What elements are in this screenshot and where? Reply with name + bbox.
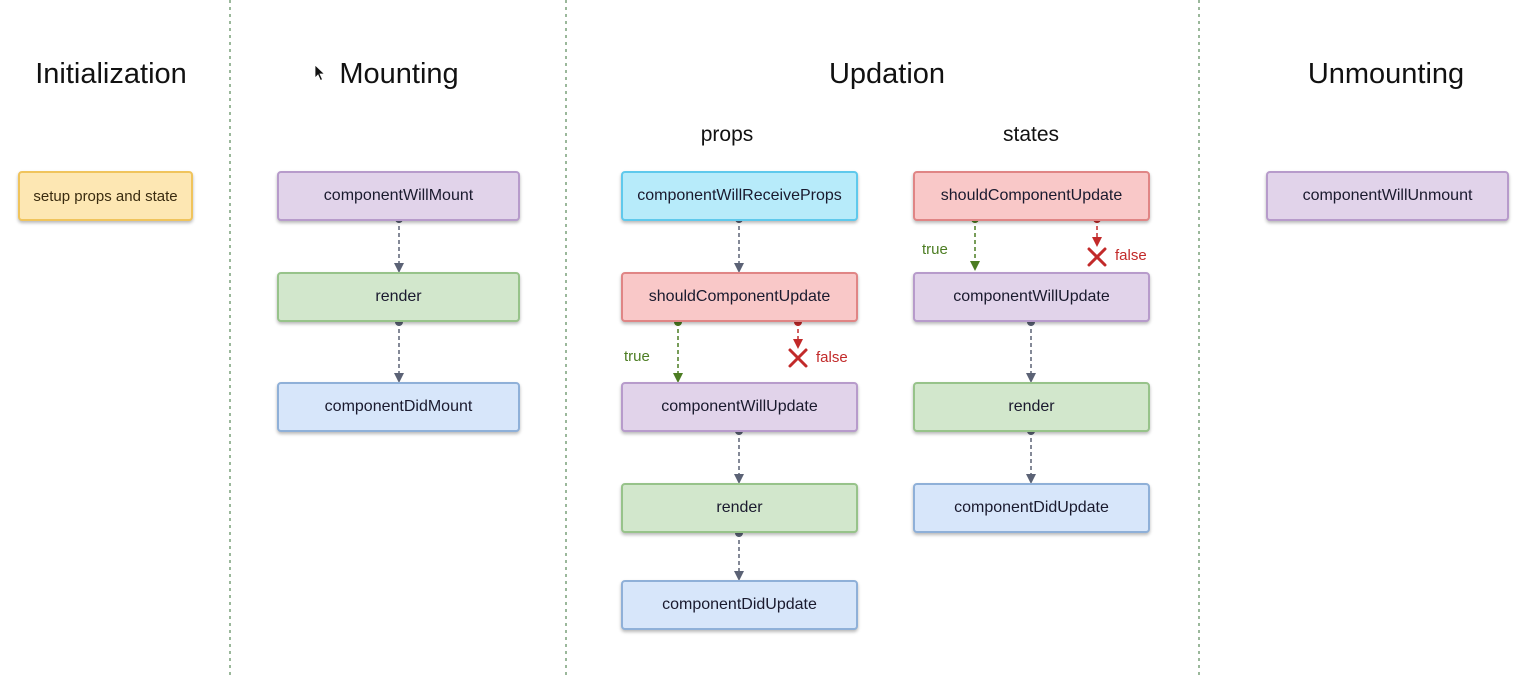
column-heading-props: props	[700, 123, 754, 146]
edge-label-states-false: false	[1115, 247, 1147, 264]
node-setup-props-and-state: setup props and state	[18, 171, 193, 221]
node-props-component-will-update: componentWillUpdate	[621, 382, 858, 432]
phase-heading-updation: Updation	[828, 58, 946, 90]
node-states-component-did-update: componentDidUpdate	[913, 483, 1150, 533]
arrow-receive-props-to-should-update	[734, 215, 744, 273]
column-heading-states: states	[1002, 123, 1060, 146]
node-states-render: render	[913, 382, 1150, 432]
edge-label-props-true: true	[624, 348, 650, 365]
node-component-will-receive-props: componentWillReceiveProps	[621, 171, 858, 221]
node-props-should-component-update: shouldComponentUpdate	[621, 272, 858, 322]
arrow-props-false	[788, 318, 808, 368]
arrow-will-mount-to-render	[394, 215, 404, 273]
edge-label-states-true: true	[922, 241, 948, 258]
false-cross-icon	[1087, 247, 1107, 267]
node-props-component-did-update: componentDidUpdate	[621, 580, 858, 630]
arrow-states-render-to-did-update	[1026, 427, 1036, 484]
node-props-render: render	[621, 483, 858, 533]
phase-heading-unmounting: Unmounting	[1307, 58, 1465, 90]
node-states-should-component-update: shouldComponentUpdate	[913, 171, 1150, 221]
arrow-states-true	[970, 215, 980, 271]
node-states-component-will-update: componentWillUpdate	[913, 272, 1150, 322]
arrow-props-render-to-did-update	[734, 529, 744, 581]
node-component-will-mount: componentWillMount	[277, 171, 520, 221]
arrow-states-false	[1087, 215, 1107, 267]
arrow-states-will-update-to-render	[1026, 318, 1036, 383]
arrow-props-will-update-to-render	[734, 427, 744, 484]
arrow-props-true	[673, 318, 683, 383]
node-component-did-mount: componentDidMount	[277, 382, 520, 432]
false-cross-icon	[788, 348, 808, 368]
edge-label-props-false: false	[816, 349, 848, 366]
phase-heading-mounting: Mounting	[339, 58, 459, 90]
arrow-render-to-did-mount	[394, 318, 404, 383]
node-component-will-unmount: componentWillUnmount	[1266, 171, 1509, 221]
phase-heading-initialization: Initialization	[35, 58, 187, 90]
mouse-cursor-icon	[314, 64, 326, 82]
node-mounting-render: render	[277, 272, 520, 322]
